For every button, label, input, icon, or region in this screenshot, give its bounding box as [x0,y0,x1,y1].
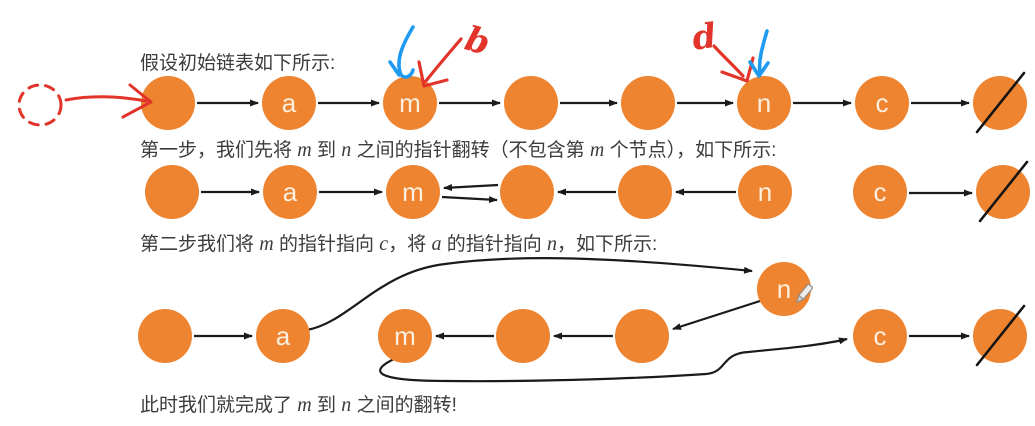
node-label: n [776,274,792,304]
caption-step1: 第一步，我们先将 m 到 n 之间的指针翻转（不包含第 m 个节点），如下所示: [140,135,776,162]
node-label: a [282,177,298,207]
caption-text: 第一步，我们先将 [140,140,298,161]
caption-text: ，将 [388,234,432,255]
row2-node-n: n [738,165,792,219]
row1-node-a: a [262,76,316,130]
red-arrow-shaft [64,95,148,103]
red-arrowhead [720,56,755,83]
row3-node-c: c [853,309,907,363]
row1-node-p1 [504,76,558,130]
row1-node-head [141,76,195,130]
blue-arrow-shaft [757,29,769,76]
caption-text: 此时我们就完成了 [140,395,298,416]
node-label: c [873,321,887,351]
red-arrow-shaft [424,37,463,83]
row1-node-c: c [855,76,909,130]
math-symbol: n [341,139,352,161]
node-label: n [756,88,772,118]
arrow-m-to-p1 [441,195,498,204]
row2-node-p1 [500,165,554,219]
row3-arrows [194,257,970,383]
row1-node-m: m [383,76,437,130]
row2-node-m: m [386,165,440,219]
row2-node-head [145,165,199,219]
math-symbol: n [547,233,558,255]
caption-text: 之间的翻转! [351,395,457,416]
blue-arrow-to-m [388,25,415,79]
node-label: m [394,321,416,351]
red-arrow-shaft [712,44,745,78]
row3-node-n: n [757,262,811,316]
blue-arrow-to-n [748,29,770,78]
row3-node-null [973,309,1027,363]
row2-node-p2 [618,165,672,219]
arrow-n-to-p2 [672,299,761,331]
node-label: a [275,321,291,351]
arrow-p1-to-m [443,183,499,192]
blue-arrowhead [388,60,401,77]
row3-node-m: m [378,309,432,363]
caption-text: 的指针指向 [441,234,548,255]
math-symbol: m [589,139,605,161]
node-label: n [757,177,773,207]
caption-done: 此时我们就完成了 m 到 n 之间的翻转! [140,390,457,417]
handwritten-letter-b: b [460,19,494,64]
row3-node-p1 [496,309,550,363]
row1-node-n: n [737,76,791,130]
caption-text: 到 [311,395,342,416]
caption-initial-list: 假设初始链表如下所示: [140,48,335,75]
red-arrow-to-head [64,83,153,119]
math-symbol: a [431,233,442,255]
red-arrow-to-n [712,44,755,83]
red-arrow-to-m [417,37,463,88]
node-label: c [873,177,887,207]
caption-text: 之间的指针翻转（不包含第 [351,140,590,161]
row3-node-a: a [256,309,310,363]
math-symbol: m [297,394,312,416]
caption-text: 个节点），如下所示: [604,140,777,161]
node-label: m [402,177,424,207]
row2-node-a: a [263,165,317,219]
math-symbol: n [341,394,352,416]
caption-text: ，如下所示: [557,234,658,255]
math-symbol: m [259,233,274,255]
blue-arrow-shaft [397,25,415,79]
row2-node-null [976,165,1030,219]
row2-node-c: c [853,165,907,219]
handwritten-letter-d: d [690,16,719,59]
row1-node-p2 [621,76,675,130]
row3-node-p2 [615,309,669,363]
blue-arrowhead [748,60,770,78]
row1-node-null [973,76,1027,130]
red-dashed-circle [17,83,63,127]
caption-text: 的指针指向 [273,234,380,255]
row3-node-head [138,309,192,363]
node-label: c [875,88,889,118]
node-label: a [281,88,297,118]
caption-text: 假设初始链表如下所示: [140,53,336,74]
caption-step2: 第二步我们将 m 的指针指向 c，将 a 的指针指向 n，如下所示: [140,229,657,256]
caption-text: 到 [311,140,342,161]
math-symbol: m [297,139,312,161]
math-symbol: c [379,233,389,255]
node-label: m [399,88,421,118]
curve-m-to-c [379,337,848,383]
caption-text: 第二步我们将 [140,234,260,255]
